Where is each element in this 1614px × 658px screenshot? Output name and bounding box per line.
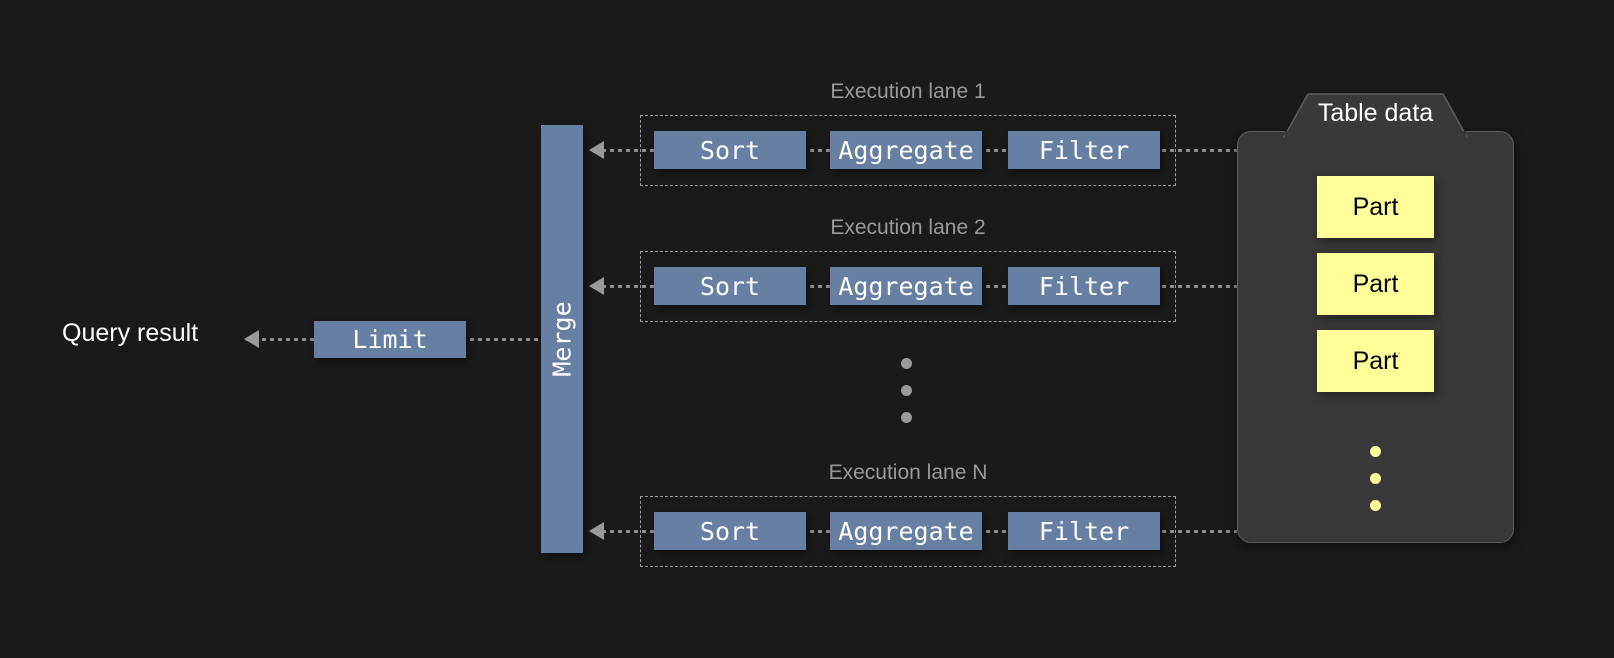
part-block-1[interactable]: Part	[1317, 176, 1434, 238]
arrow-to-query-result	[244, 330, 259, 348]
arrow-lane-1-to-merge	[589, 141, 604, 159]
ellipsis-dot	[1370, 473, 1381, 484]
query-result-label: Query result	[62, 319, 199, 347]
lane-n-stage-filter[interactable]: Filter	[1008, 512, 1160, 550]
ellipsis-dot	[1370, 446, 1381, 457]
merge-operator[interactable]: Merge	[541, 125, 583, 553]
lane-2-stage-aggregate[interactable]: Aggregate	[830, 267, 982, 305]
lane-title-2: Execution lane 2	[830, 216, 986, 239]
arrow-lane-n-to-merge	[589, 522, 604, 540]
part-block-3[interactable]: Part	[1317, 330, 1434, 392]
lane-1-stage-sort[interactable]: Sort	[654, 131, 806, 169]
lane-n-stage-sort[interactable]: Sort	[654, 512, 806, 550]
ellipsis-dot	[901, 385, 912, 396]
limit-operator[interactable]: Limit	[314, 321, 466, 358]
part-block-2[interactable]: Part	[1317, 253, 1434, 315]
table-data-title: Table data	[1317, 99, 1434, 127]
lane-1-stage-filter[interactable]: Filter	[1008, 131, 1160, 169]
lane-title-n: Execution lane N	[828, 461, 988, 484]
lane-n-stage-aggregate[interactable]: Aggregate	[830, 512, 982, 550]
ellipsis-dot	[901, 358, 912, 369]
lane-2-stage-sort[interactable]: Sort	[654, 267, 806, 305]
lane-1-stage-aggregate[interactable]: Aggregate	[830, 131, 982, 169]
ellipsis-dot	[901, 412, 912, 423]
tab-shape-icon	[1283, 93, 1468, 140]
arrow-lane-2-to-merge	[589, 277, 604, 295]
lane-ellipsis	[901, 358, 912, 439]
lane-2-stage-filter[interactable]: Filter	[1008, 267, 1160, 305]
part-ellipsis	[1370, 446, 1381, 527]
table-data-tab: Table data	[1283, 93, 1468, 140]
lane-title-1: Execution lane 1	[830, 80, 986, 103]
merge-label: Merge	[547, 301, 577, 377]
ellipsis-dot	[1370, 500, 1381, 511]
